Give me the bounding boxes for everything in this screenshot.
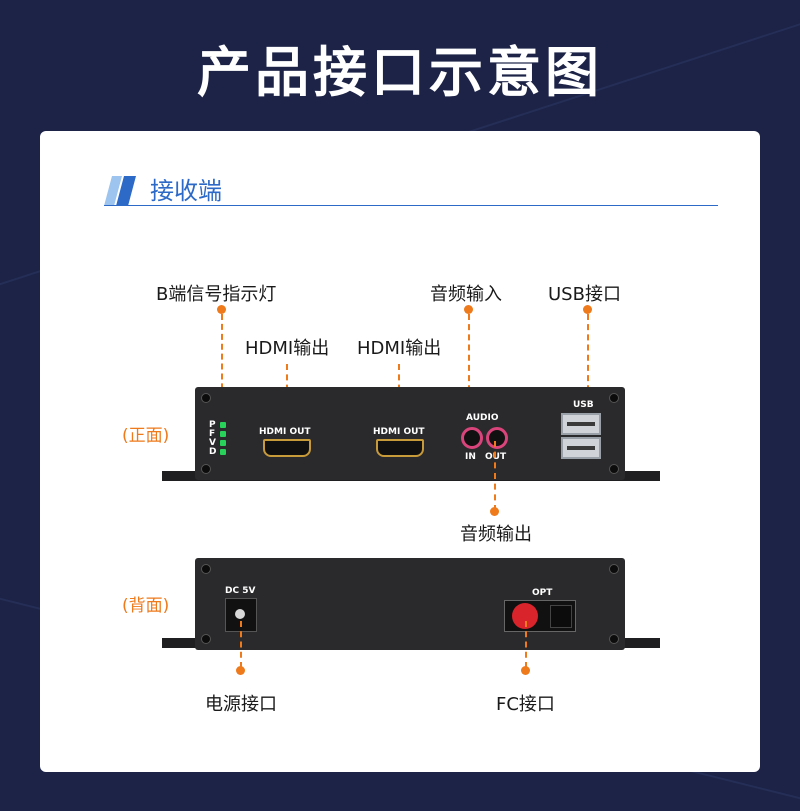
callout-dot [521, 666, 530, 675]
led-letters: P F V D [209, 420, 217, 457]
label-power: 电源接口 [205, 694, 277, 715]
callout-dot [583, 305, 592, 314]
screw-icon [201, 564, 211, 574]
usb-port-2 [561, 437, 601, 459]
screw-icon [201, 634, 211, 644]
audio-in-jack [461, 427, 483, 449]
screw-icon [201, 393, 211, 403]
callout-line [587, 314, 589, 432]
fiber-slot [550, 605, 572, 628]
callout-dot [464, 305, 473, 314]
callout-dot [217, 305, 226, 314]
hdmi-port-2 [376, 439, 424, 457]
hdmi-port-1 [263, 439, 311, 457]
callout-line [240, 621, 242, 668]
label-hdmi-out-2: HDMI输出 [357, 338, 442, 359]
usb-port-1 [561, 413, 601, 435]
label-hdmi-out-1: HDMI输出 [245, 338, 330, 359]
led-v-icon [220, 440, 226, 446]
callout-line [468, 314, 470, 432]
label-audio-in: 音频输入 [430, 284, 502, 305]
screw-icon [609, 393, 619, 403]
screw-icon [609, 634, 619, 644]
content-panel: 接收端 B端信号指示灯 音频输入 USB接口 HDMI输出 HDMI输出 (正面… [40, 131, 760, 772]
callout-line [525, 621, 527, 668]
label-b-led: B端信号指示灯 [156, 284, 277, 305]
section-stripe-icon [104, 176, 136, 206]
opt-text: OPT [532, 588, 553, 598]
led-d-icon [220, 449, 226, 455]
hdmi-2-text: HDMI OUT [373, 427, 425, 437]
audio-text: AUDIO [466, 413, 499, 423]
dc-text: DC 5V [225, 586, 256, 596]
side-label-back: (背面) [122, 596, 170, 616]
page-title: 产品接口示意图 [197, 41, 603, 104]
side-label-front: (正面) [122, 426, 170, 446]
screw-icon [609, 464, 619, 474]
screw-icon [609, 564, 619, 574]
led-p-icon [220, 422, 226, 428]
callout-line [221, 314, 223, 429]
dc-pin-icon [235, 609, 245, 619]
audio-out-jack [486, 427, 508, 449]
usb-text: USB [573, 400, 594, 410]
back-panel-device: DC 5V OPT [195, 558, 625, 650]
section-title: 接收端 [150, 177, 222, 205]
front-panel-device: P F V D HDMI OUT HDMI OUT AUDIO IN OUT U… [195, 387, 625, 480]
audio-in-text: IN [465, 452, 476, 462]
callout-dot [490, 507, 499, 516]
hdmi-1-text: HDMI OUT [259, 427, 311, 437]
section-divider [104, 205, 718, 206]
screw-icon [201, 464, 211, 474]
label-fc: FC接口 [496, 694, 555, 715]
led-f-icon [220, 431, 226, 437]
callout-dot [236, 666, 245, 675]
label-audio-out: 音频输出 [460, 524, 532, 545]
callout-line [494, 441, 496, 511]
optical-module [504, 600, 576, 632]
label-usb: USB接口 [548, 284, 621, 305]
